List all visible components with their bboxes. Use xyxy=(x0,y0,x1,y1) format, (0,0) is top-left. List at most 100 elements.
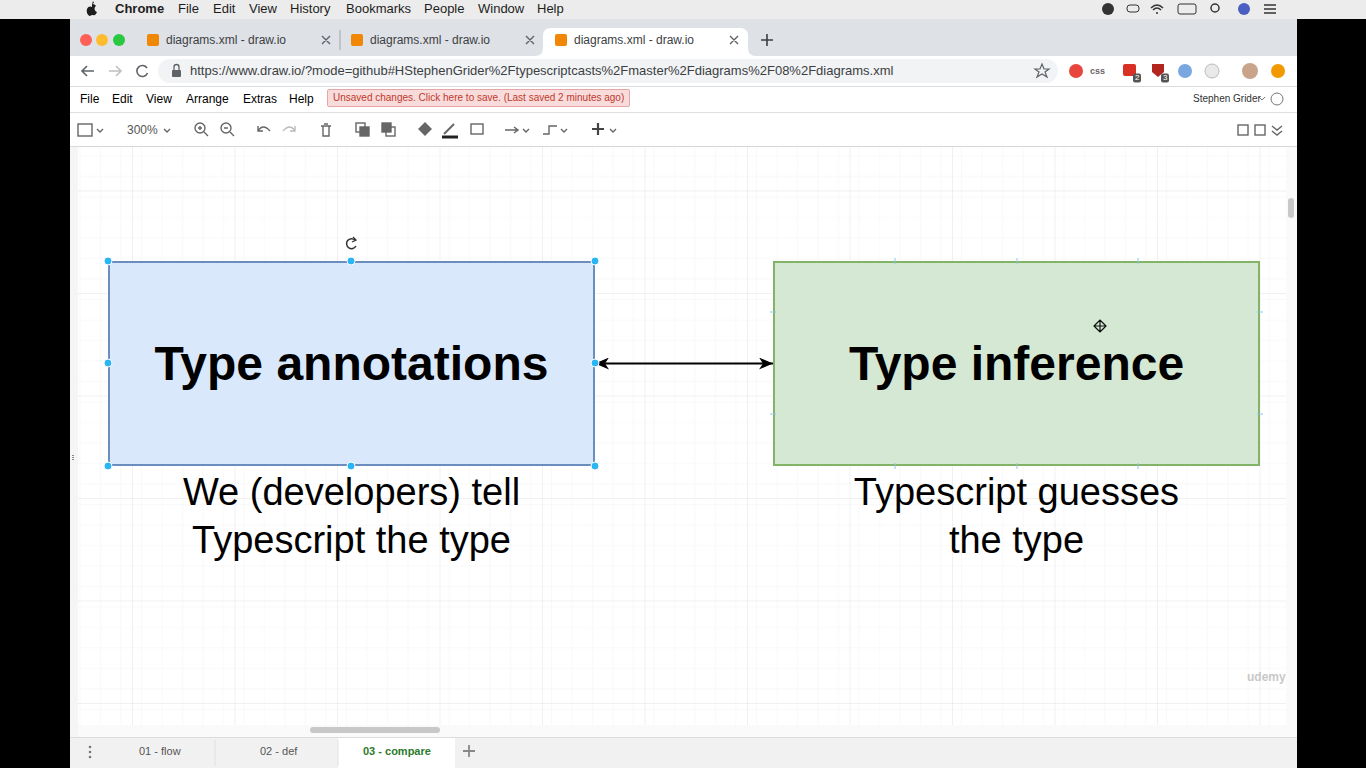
format-icon xyxy=(1255,125,1265,135)
app-menubar xyxy=(70,86,1297,112)
menu-item: Help xyxy=(537,1,564,17)
divider xyxy=(70,86,1297,87)
menu-item: Arrange xyxy=(186,92,229,106)
scrollbar-thumb xyxy=(310,727,440,733)
page-tab: 03 - compare xyxy=(363,745,431,758)
redo-icon xyxy=(283,126,295,131)
menu-bar xyxy=(0,0,1366,19)
bookmark-star xyxy=(1035,64,1049,77)
list-icon xyxy=(1264,5,1276,13)
active-tab xyxy=(535,28,756,56)
wifi-icon xyxy=(1151,5,1163,13)
scrollbar-track xyxy=(78,725,1286,737)
dropdown-arrow xyxy=(610,129,616,132)
delete-icon xyxy=(321,124,331,136)
waypoint-icon xyxy=(543,126,567,134)
siri-icon xyxy=(1238,3,1250,15)
status-icon xyxy=(1102,3,1114,15)
tab-favicon xyxy=(147,34,159,46)
reload-button xyxy=(137,65,148,76)
search-icon xyxy=(1211,4,1219,12)
lock-icon xyxy=(172,70,181,77)
user-name: Stephen Grider xyxy=(1193,93,1261,105)
address-toolbar xyxy=(70,56,1297,86)
selection-handle xyxy=(104,359,112,367)
watermark: udemy xyxy=(1247,670,1286,684)
box-caption: We (developers) tell Typescript the type xyxy=(162,468,542,564)
add-page-button xyxy=(463,745,475,757)
menu-dots xyxy=(89,751,92,754)
tab-separator xyxy=(340,30,341,50)
apple-logo xyxy=(87,1,97,16)
address-bar xyxy=(158,59,1058,83)
divider xyxy=(70,146,1297,147)
line-color-icon xyxy=(444,124,454,134)
tab-separator xyxy=(338,740,339,766)
extension-icon xyxy=(1069,64,1083,78)
save-warning: Unsaved changes. Click here to save. (La… xyxy=(327,89,630,107)
update-icon xyxy=(1271,64,1285,78)
menu-item: People xyxy=(424,1,464,17)
zoom-out-icon xyxy=(224,128,234,136)
panel-icon xyxy=(78,124,92,136)
menu-item: Help xyxy=(289,92,314,106)
front-icon xyxy=(360,127,369,136)
connection-point xyxy=(770,312,1263,414)
undo-icon xyxy=(258,126,270,131)
toolbar-icons xyxy=(78,123,1282,137)
menu-item: View xyxy=(249,1,277,17)
tab-favicon xyxy=(351,34,363,46)
tab-title: diagrams.xml - draw.io xyxy=(166,33,286,47)
extension-icon xyxy=(1205,64,1219,78)
canvas xyxy=(78,147,1286,725)
menu-dots xyxy=(89,746,92,749)
connection-point xyxy=(895,258,1138,469)
zoom-in-icon xyxy=(198,126,208,136)
resize-grip xyxy=(72,455,74,461)
back-icon xyxy=(386,127,395,136)
selection-handle xyxy=(591,257,599,265)
insert-icon xyxy=(592,123,604,135)
address-url: https://www.draw.io/?mode=github#HStephe… xyxy=(190,63,893,79)
minimize-button xyxy=(96,34,108,46)
box-title: Type inference xyxy=(849,336,1184,391)
menu-item: View xyxy=(146,92,172,106)
selection-handle xyxy=(591,359,599,367)
new-tab-button xyxy=(761,34,773,46)
lock-icon xyxy=(174,65,179,71)
shadow-icon xyxy=(471,124,483,134)
menu-item: Window xyxy=(478,1,524,17)
divider xyxy=(70,112,1297,113)
double-arrow xyxy=(595,363,773,365)
extension-label: css xyxy=(1090,66,1105,77)
page-tab: 02 - def xyxy=(260,745,297,758)
canvas-grid xyxy=(78,147,1286,725)
tab-title: diagrams.xml - draw.io xyxy=(574,33,694,47)
box-title: Type annotations xyxy=(155,336,549,391)
extension-icon xyxy=(1178,64,1192,78)
active-page-tab xyxy=(338,738,455,768)
back-button xyxy=(82,66,94,76)
fullscreen-icon xyxy=(1238,125,1248,135)
move-cursor xyxy=(1094,320,1106,332)
collapse-icon xyxy=(1272,126,1282,135)
profile-avatar xyxy=(1242,63,1258,79)
canvas-margin xyxy=(70,147,78,737)
extension-badge: 2 xyxy=(1133,74,1141,83)
menu-item: File xyxy=(80,92,99,106)
tab-favicon xyxy=(555,34,567,46)
menu-item: Extras xyxy=(243,92,277,106)
extension-badge: 3 xyxy=(1161,74,1169,83)
selection-handle xyxy=(104,462,112,470)
process-box: Type annotationsWe (developers) tell Typ… xyxy=(108,261,595,466)
forward-button xyxy=(109,66,121,76)
hover-ticks xyxy=(770,258,1263,469)
rotate-handle xyxy=(347,239,356,249)
menu-item: History xyxy=(290,1,330,17)
browser-window xyxy=(70,19,1297,768)
selection-handle xyxy=(347,462,355,470)
menu-item: Bookmarks xyxy=(346,1,411,17)
language-icon xyxy=(1271,93,1283,105)
app-menu: Chrome xyxy=(115,1,164,17)
